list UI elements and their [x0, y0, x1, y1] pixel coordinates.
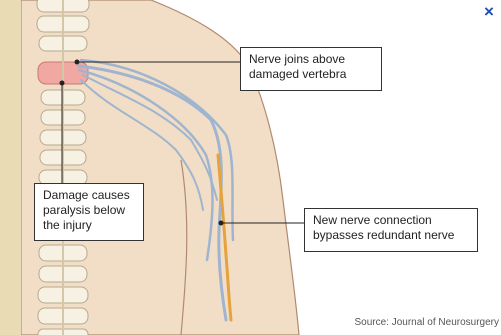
close-icon[interactable]: × — [481, 4, 497, 20]
callout-line: damaged vertebra — [249, 67, 373, 82]
callout-line: Nerve joins above — [249, 52, 373, 67]
callout-line: New nerve connection — [313, 213, 469, 228]
callout-line: bypasses redundant nerve — [313, 228, 469, 243]
callout-new-connection: New nerve connection bypasses redundant … — [304, 208, 478, 252]
callout-line: Damage causes — [43, 188, 135, 203]
callout-line: the injury — [43, 218, 135, 233]
diagram-panel: Nerve joins above damaged vertebra Damag… — [21, 0, 501, 335]
callout-nerve-joins: Nerve joins above damaged vertebra — [240, 47, 382, 91]
callout-damage: Damage causes paralysis below the injury — [34, 183, 144, 241]
source-credit: Source: Journal of Neurosurgery — [354, 317, 499, 328]
callout-line: paralysis below — [43, 203, 135, 218]
